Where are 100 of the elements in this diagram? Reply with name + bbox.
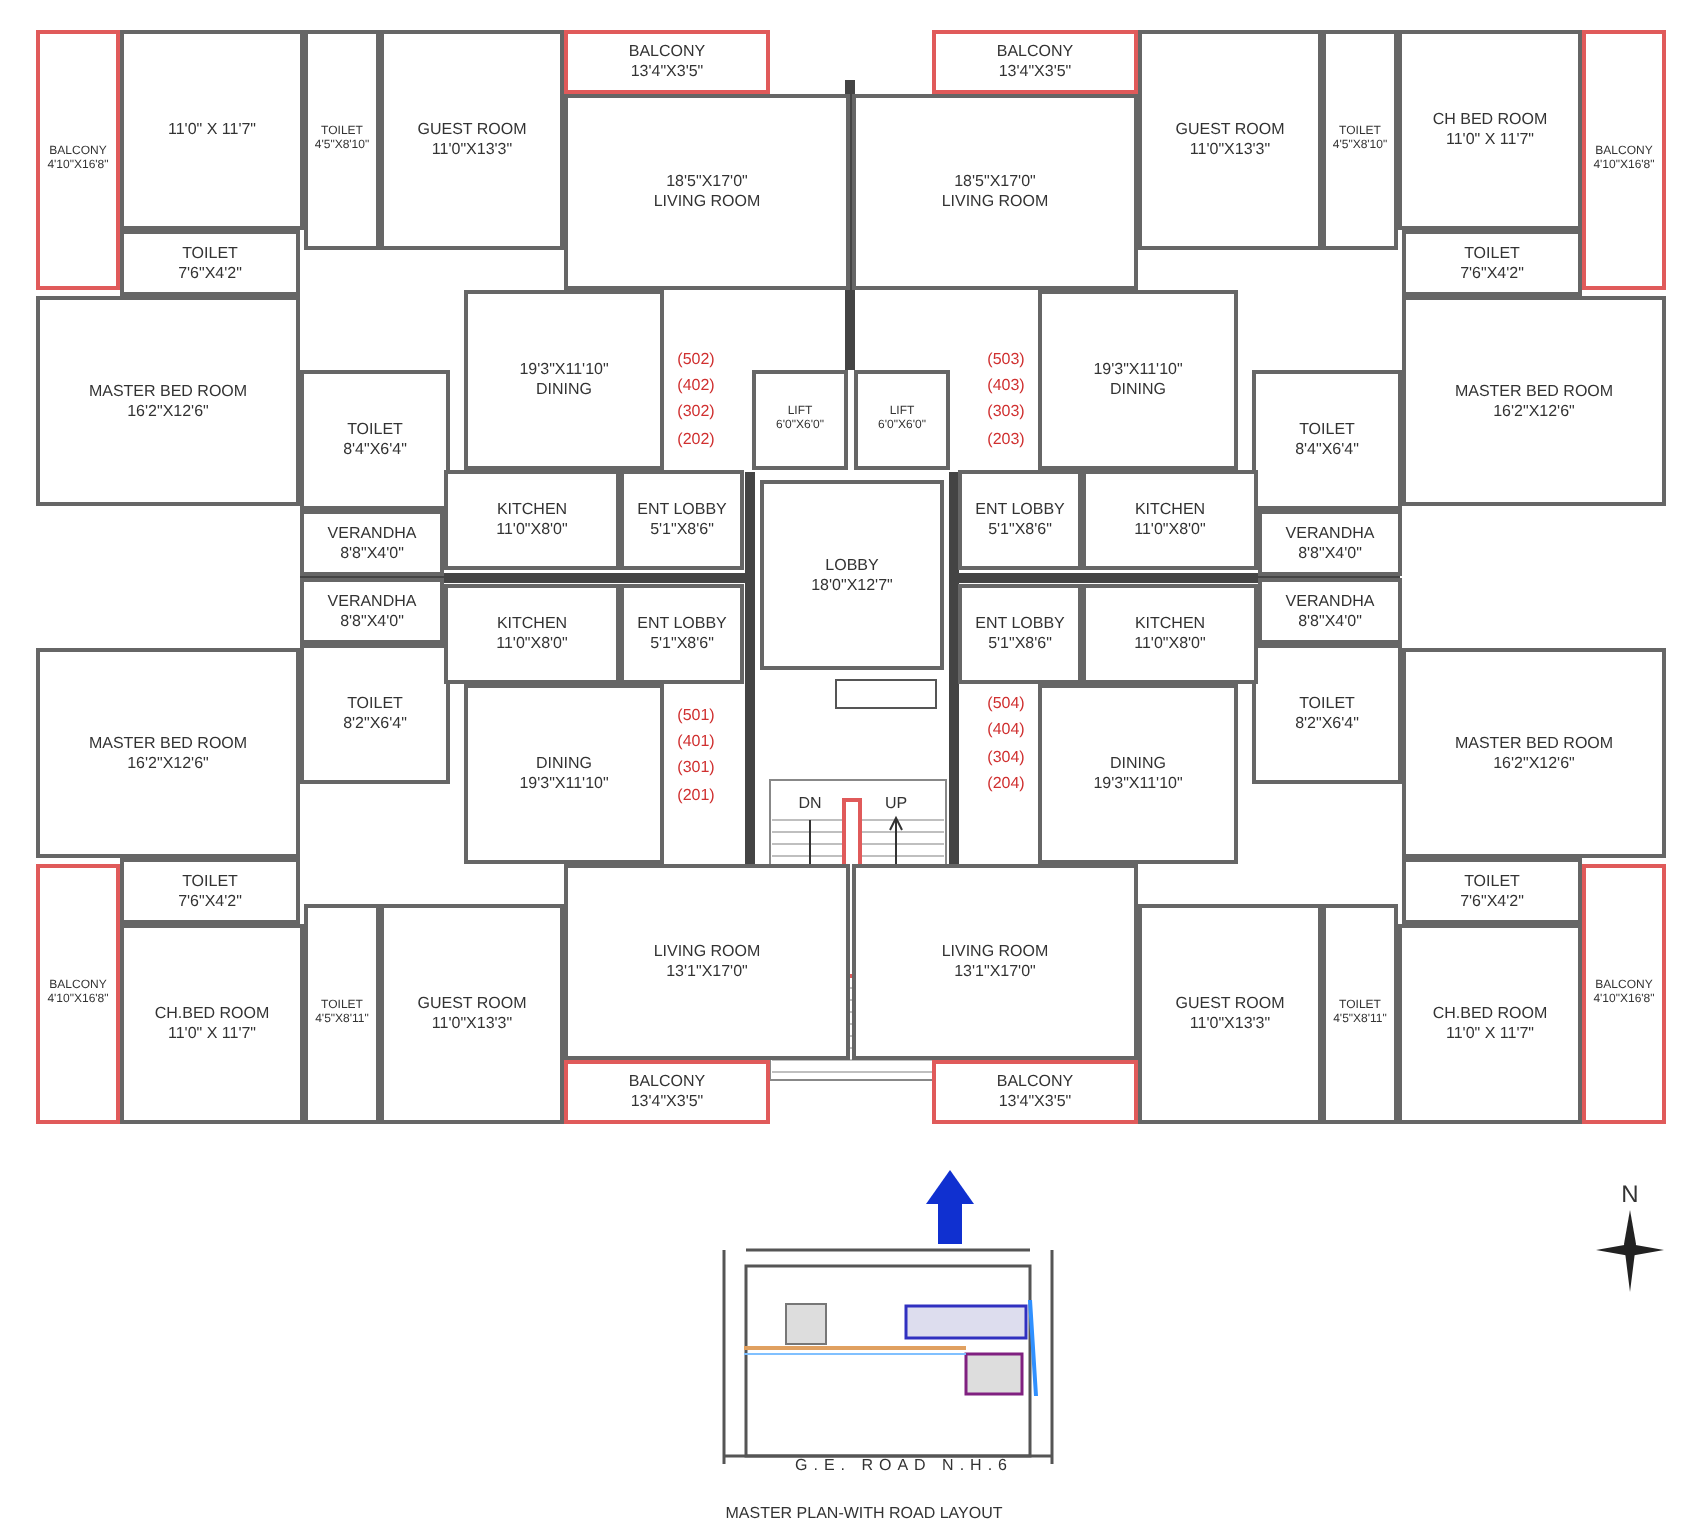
- room-label: VERANDHA: [1285, 591, 1375, 611]
- room-area: [120, 858, 300, 924]
- room-label: BALCONY: [628, 42, 706, 62]
- road-label: G.E. ROAD N.H.6: [795, 1458, 1013, 1474]
- room-label: 11'0" X 11'7": [1445, 1024, 1535, 1044]
- room-label: 11'0"X8'0": [1134, 520, 1206, 540]
- flat-number: (504): [987, 696, 1025, 712]
- room-label: 13'1"X17'0": [666, 962, 748, 982]
- room-area: [1402, 296, 1666, 506]
- balcony-area: [932, 1060, 1138, 1124]
- room-label: 13'4"X3'5": [630, 1092, 704, 1112]
- room-area: [620, 584, 744, 684]
- flat-number: (202): [677, 432, 715, 448]
- room-label: 18'5"X17'0": [666, 172, 748, 192]
- room-label: 11'0"X13'3": [1189, 140, 1271, 160]
- room-label: KITCHEN: [496, 500, 568, 520]
- room-label: ENT LOBBY: [637, 500, 727, 520]
- room-label: VERANDHA: [327, 591, 417, 611]
- room-label: 11'0" X 11'7": [1445, 130, 1535, 150]
- room-label: ENT LOBBY: [975, 614, 1065, 634]
- room-label: 8'8"X4'0": [340, 611, 404, 631]
- room-label: 7'6"X4'2": [178, 263, 242, 283]
- room-area: [300, 644, 450, 784]
- room-label: KITCHEN: [1134, 500, 1206, 520]
- room-label: VERANDHA: [1285, 523, 1375, 543]
- room-area: [854, 370, 950, 470]
- room-label: 8'2"X6'4": [343, 714, 407, 734]
- room-area: [1138, 904, 1322, 1124]
- room-area: [464, 290, 664, 470]
- room-label: 18'5"X17'0": [954, 172, 1036, 192]
- room-area: [564, 864, 850, 1060]
- room-label: LIVING ROOM: [941, 192, 1049, 212]
- room-label: BALCONY: [628, 1072, 706, 1092]
- room-label: 11'0"X8'0": [496, 520, 568, 540]
- room-label: 11'0" X 11'7": [167, 1024, 257, 1044]
- plan-caption: MASTER PLAN-WITH ROAD LAYOUT: [725, 1506, 1003, 1522]
- room-area: [1252, 644, 1402, 784]
- room-area: [380, 904, 564, 1124]
- room-area: [444, 584, 620, 684]
- room-label: 7'6"X4'2": [1460, 263, 1524, 283]
- room-label: 8'4"X6'4": [1295, 440, 1359, 460]
- balcony-area: [564, 1060, 770, 1124]
- room-label: 16'2"X12'6": [1493, 401, 1575, 421]
- room-label: 19'3"X11'10": [1093, 360, 1183, 380]
- room-area: [620, 470, 744, 570]
- room-label: KITCHEN: [1134, 614, 1206, 634]
- balcony-area: [36, 30, 120, 290]
- room-label: TOILET: [1299, 420, 1355, 440]
- room-label: BALCONY: [996, 1072, 1074, 1092]
- balcony-area: [36, 864, 120, 1124]
- room-area: [304, 904, 380, 1124]
- room-area: [760, 480, 944, 670]
- room-label: GUEST ROOM: [1175, 120, 1285, 140]
- room-label: 11'0" X 11'7": [167, 120, 257, 140]
- room-label: 16'2"X12'6": [127, 753, 209, 773]
- room-label: 8'8"X4'0": [1298, 543, 1362, 563]
- room-label: 13'4"X3'5": [630, 62, 704, 82]
- room-label: LIVING ROOM: [653, 192, 761, 212]
- room-label: TOILET: [182, 243, 238, 263]
- balcony-area: [564, 30, 770, 94]
- balcony-area: [1582, 864, 1666, 1124]
- room-area: [852, 94, 1138, 290]
- room-label: 19'3"X11'10": [519, 360, 609, 380]
- room-area: [1082, 470, 1258, 570]
- room-area: [444, 470, 620, 570]
- room-label: KITCHEN: [496, 614, 568, 634]
- flat-number: (501): [677, 708, 715, 724]
- room-label: 11'0"X8'0": [496, 634, 568, 654]
- room-label: GUEST ROOM: [417, 994, 527, 1014]
- room-area: [120, 30, 304, 230]
- room-area: [36, 648, 300, 858]
- room-label: CH BED ROOM: [1432, 110, 1548, 130]
- room-area: [1398, 924, 1582, 1124]
- room-label: MASTER BED ROOM: [88, 733, 248, 753]
- room-area: [852, 864, 1138, 1060]
- room-area: [380, 30, 564, 250]
- room-label: VERANDHA: [327, 523, 417, 543]
- flat-number: (402): [677, 378, 715, 394]
- flat-number: (404): [987, 722, 1025, 738]
- room-area: [300, 370, 450, 510]
- room-area: [120, 230, 300, 296]
- balcony-area: [1582, 30, 1666, 290]
- room-label: CH.BED ROOM: [1432, 1004, 1548, 1024]
- room-label: 11'0"X13'3": [1189, 1014, 1271, 1034]
- room-area: [1258, 578, 1402, 644]
- room-area: [304, 30, 380, 250]
- room-label: TOILET: [347, 420, 403, 440]
- north-label: N: [1621, 1182, 1639, 1206]
- room-area: [1402, 230, 1582, 296]
- room-label: 18'0"X12'7": [811, 575, 893, 595]
- room-label: 13'1"X17'0": [954, 962, 1036, 982]
- room-label: 5'1"X8'6": [988, 520, 1052, 540]
- flat-number: (302): [677, 404, 715, 420]
- room-label: TOILET: [347, 694, 403, 714]
- room-area: [300, 578, 444, 644]
- room-label: 5'1"X8'6": [988, 634, 1052, 654]
- room-label: 11'0"X13'3": [431, 140, 513, 160]
- room-label: DINING: [536, 380, 592, 400]
- room-area: [1398, 30, 1582, 230]
- flat-number: (503): [987, 352, 1025, 368]
